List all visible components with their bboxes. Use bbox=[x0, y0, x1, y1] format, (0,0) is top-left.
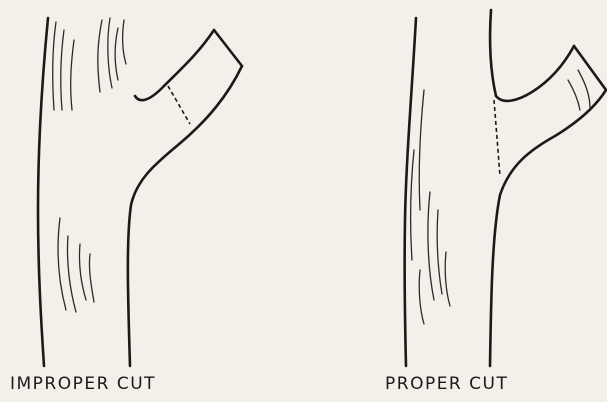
proper-cut-line bbox=[494, 100, 500, 176]
improper-cut-line bbox=[168, 86, 190, 124]
improper-cut-tree bbox=[38, 18, 242, 366]
improper-cut-caption: IMPROPER CUT bbox=[10, 374, 156, 394]
proper-trunk-left-edge bbox=[405, 18, 416, 366]
improper-branch-crotch bbox=[135, 30, 214, 100]
proper-trunk-upper-right bbox=[490, 10, 496, 96]
proper-branch-crotch bbox=[496, 46, 574, 101]
proper-branch-end bbox=[574, 46, 606, 90]
improper-bark-texture bbox=[53, 18, 126, 312]
improper-trunk-right-edge bbox=[128, 66, 242, 366]
improper-branch-end bbox=[214, 30, 242, 66]
proper-trunk-right-edge bbox=[490, 90, 606, 366]
improper-trunk-left-edge bbox=[38, 18, 48, 366]
proper-cut-caption: PROPER CUT bbox=[385, 374, 508, 394]
proper-cut-tree bbox=[405, 10, 606, 366]
